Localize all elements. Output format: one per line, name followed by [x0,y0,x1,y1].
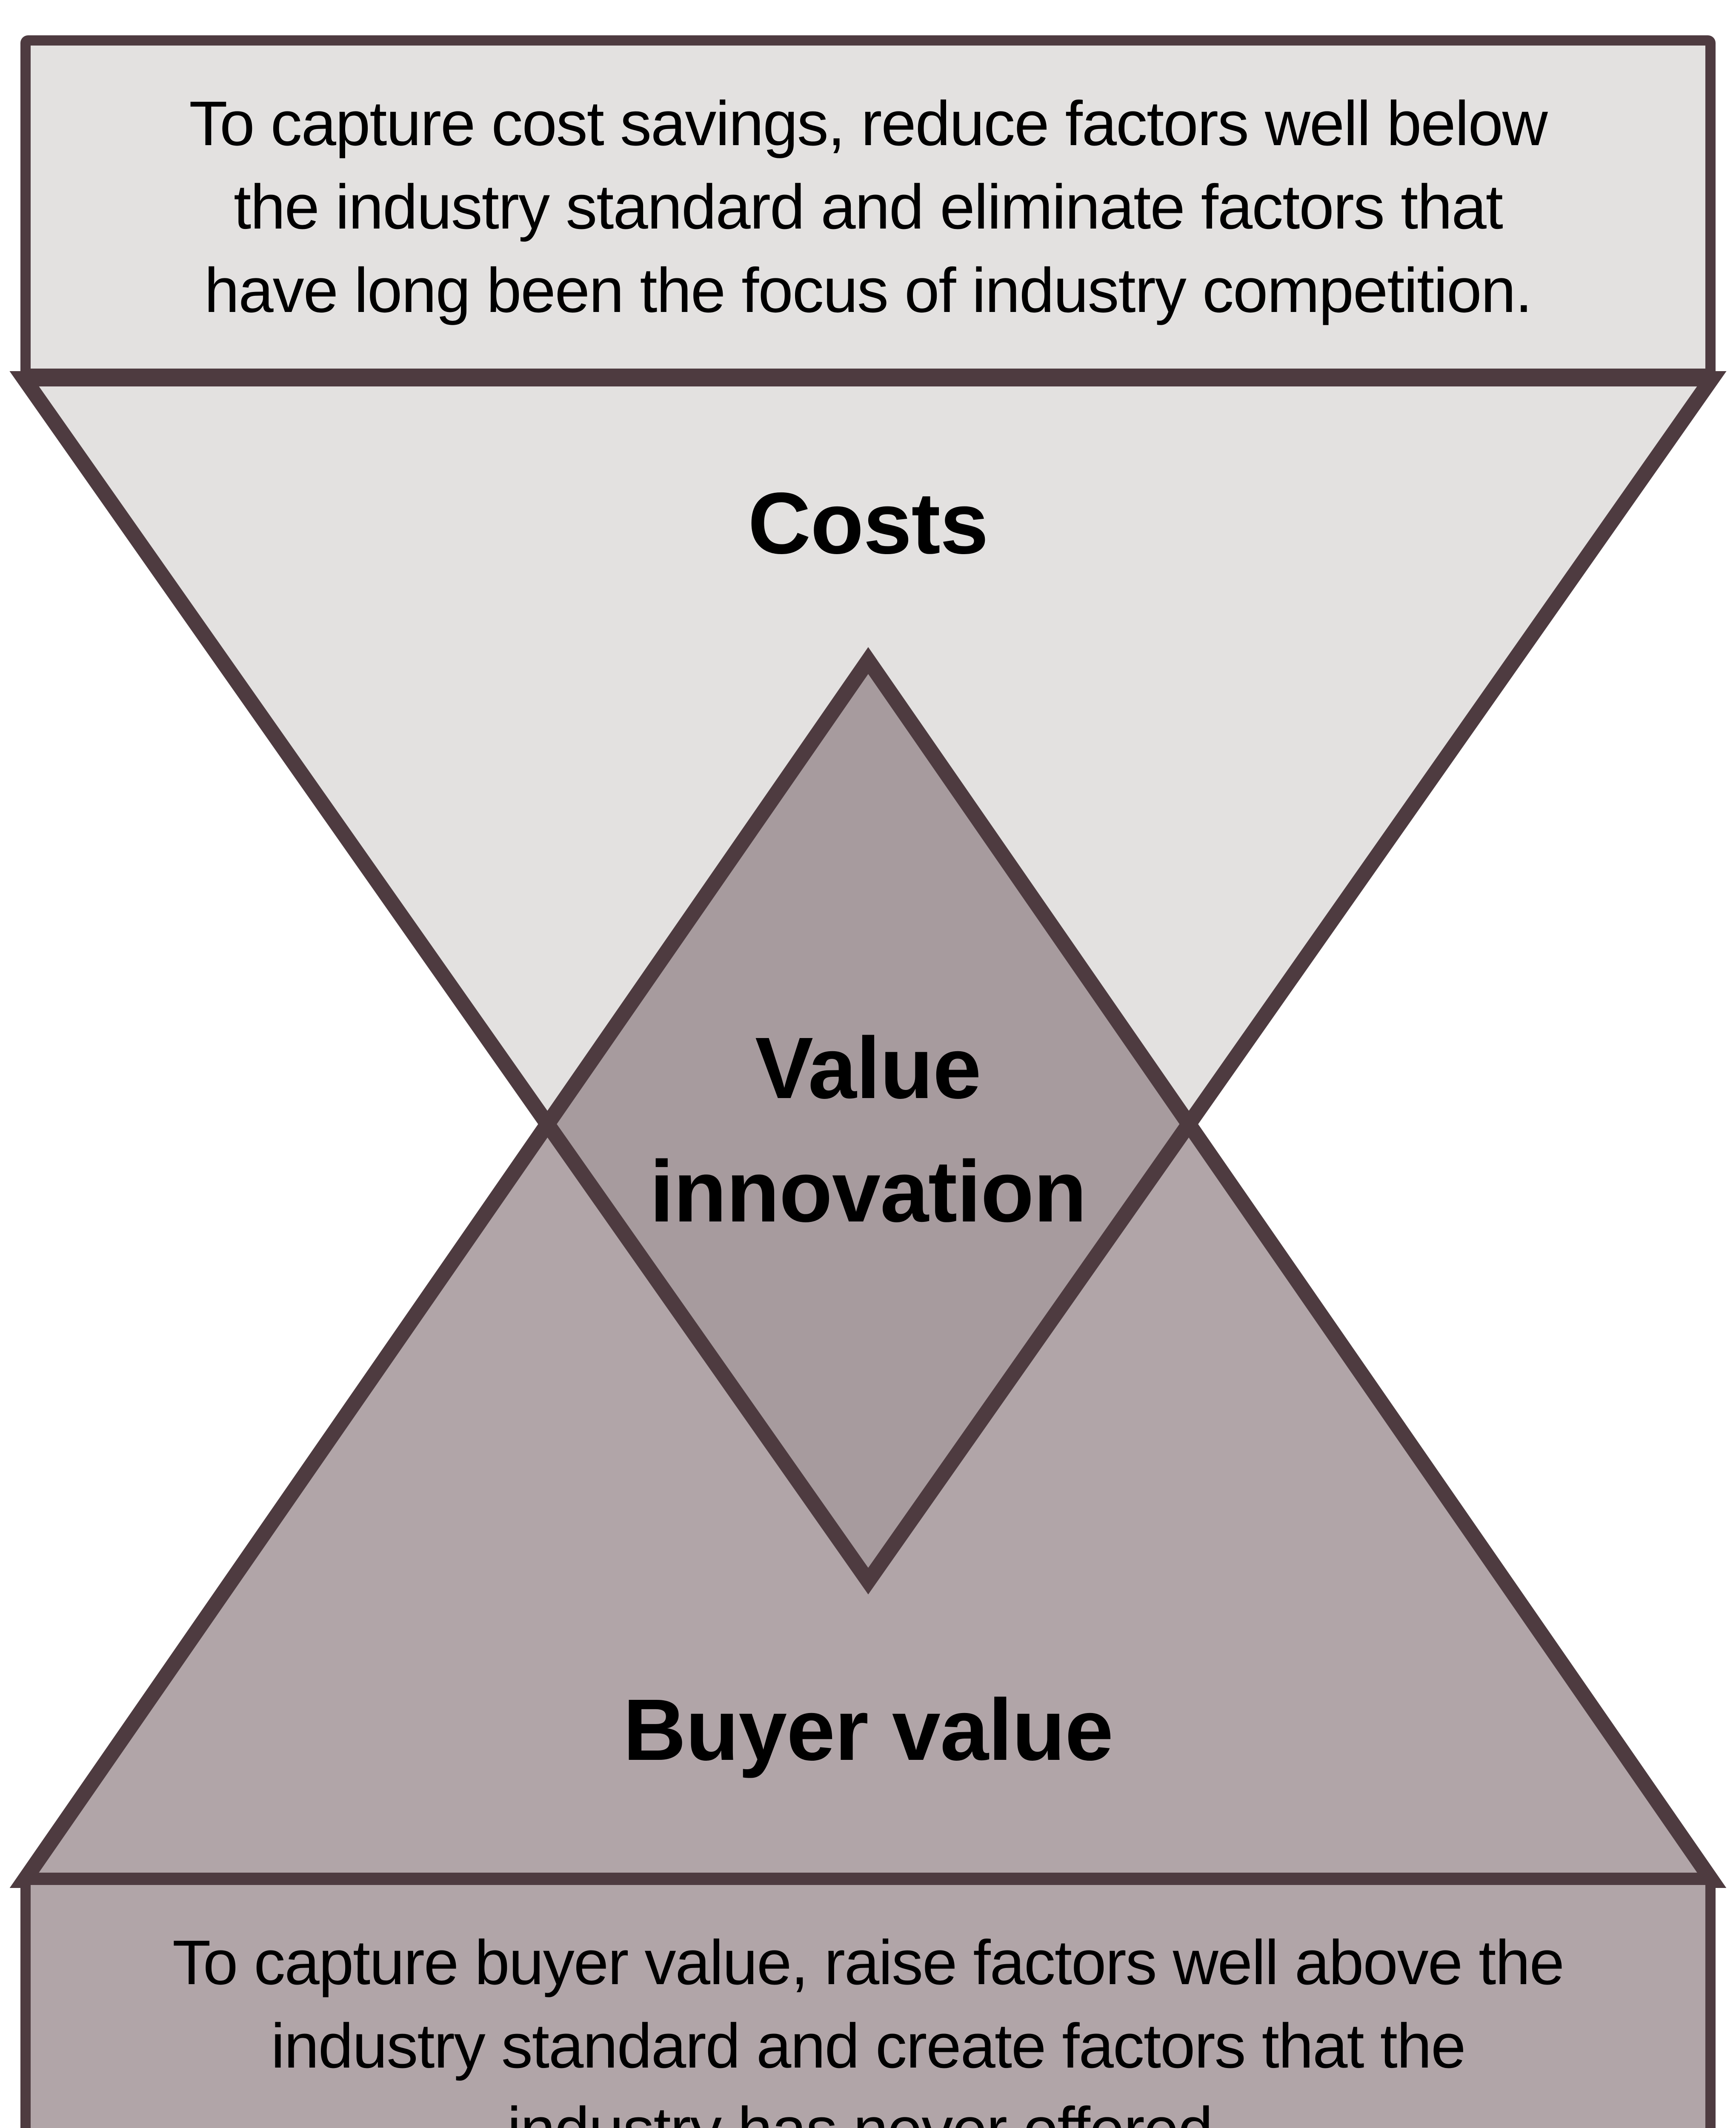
value-innovation-label-line1: Value [755,1019,981,1117]
buyer-value-label: Buyer value [0,1679,1736,1781]
costs-description-box: To capture cost savings, reduce factors … [20,35,1716,379]
buyer-value-description-box: To capture buyer value, raise factors we… [20,1875,1716,2128]
buyer-value-label-text: Buyer value [623,1681,1113,1779]
value-innovation-label: Value innovation [0,1007,1736,1253]
costs-triangle-outline [9,371,1727,1595]
buyer-value-description-line: industry has never offered. [507,2088,1230,2128]
costs-label: Costs [0,472,1736,575]
costs-label-text: Costs [748,475,989,572]
buyer-value-description-line: To capture buyer value, raise factors we… [172,1928,1564,1998]
buyer-value-description-line: industry standard and create factors tha… [271,2011,1466,2081]
costs-description-line: have long been the focus of industry com… [204,255,1533,326]
costs-description-line: To capture cost savings, reduce factors … [189,88,1547,159]
costs-description-line: the industry standard and eliminate fact… [234,172,1503,242]
value-innovation-label-line2: innovation [649,1143,1087,1240]
